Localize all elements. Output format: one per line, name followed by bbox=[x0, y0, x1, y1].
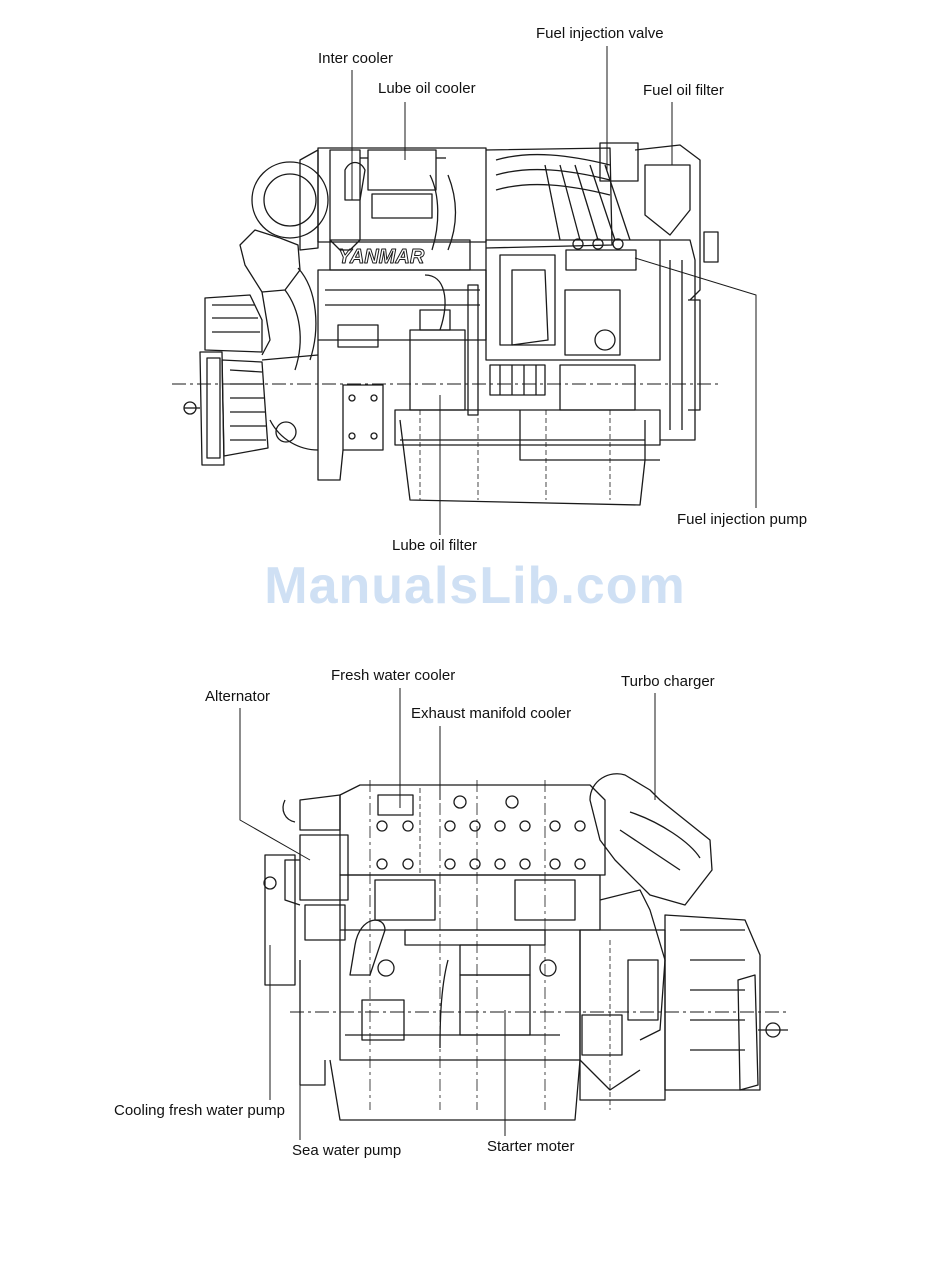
engine-bottom-view bbox=[264, 774, 790, 1120]
label-fresh-water-cooler: Fresh water cooler bbox=[331, 667, 455, 685]
engine-top-view bbox=[172, 143, 720, 505]
label-fuel-injection-pump: Fuel injection pump bbox=[677, 511, 807, 529]
label-sea-water-pump: Sea water pump bbox=[292, 1142, 401, 1160]
label-lube-oil-cooler: Lube oil cooler bbox=[378, 80, 476, 98]
watermark: ManualsLib.com bbox=[0, 556, 950, 616]
label-starter-moter: Starter moter bbox=[487, 1138, 575, 1156]
label-cooling-fresh-water-pump: Cooling fresh water pump bbox=[114, 1102, 285, 1120]
label-exhaust-manifold-cooler: Exhaust manifold cooler bbox=[411, 705, 571, 723]
yanmar-logo: YANMAR bbox=[338, 246, 425, 268]
label-fuel-injection-valve: Fuel injection valve bbox=[536, 25, 664, 43]
label-lube-oil-filter: Lube oil filter bbox=[392, 537, 477, 555]
label-turbo-charger: Turbo charger bbox=[621, 673, 715, 691]
label-inter-cooler: Inter cooler bbox=[318, 50, 393, 68]
label-fuel-oil-filter: Fuel oil filter bbox=[643, 82, 724, 100]
label-alternator: Alternator bbox=[205, 688, 270, 706]
